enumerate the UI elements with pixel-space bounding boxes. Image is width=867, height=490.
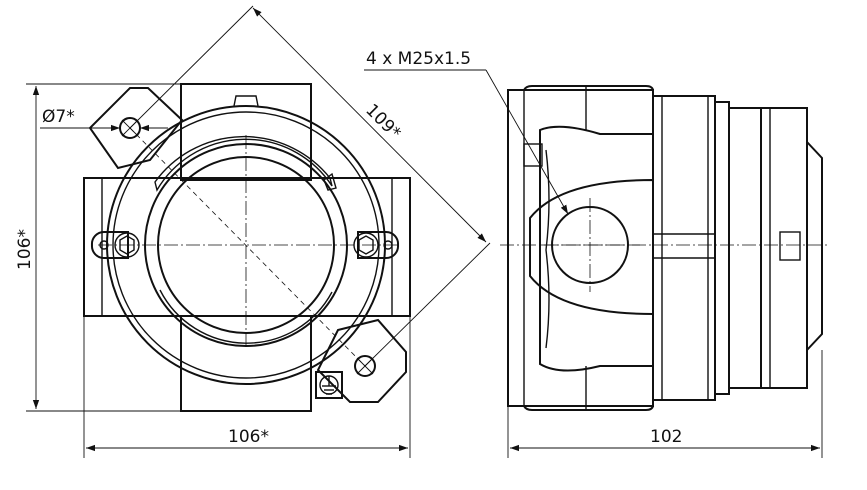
mounting-flange-bottom-right [316, 318, 407, 403]
cover-collar [728, 107, 762, 389]
side-view [500, 85, 828, 411]
hole-diameter-label: Ø7* [42, 107, 75, 127]
mounting-hole-bottom-right [354, 355, 376, 377]
height-label: 106* [15, 229, 35, 270]
depth-label: 102 [650, 427, 682, 447]
thread-callout: 4 x M25x1.5 [364, 49, 569, 215]
dimension-height: 106* [15, 83, 180, 412]
diagonal-label: 109* [361, 100, 404, 143]
dimension-depth: 102 [507, 350, 823, 458]
ground-terminal [315, 371, 343, 399]
dimension-width: 106* [83, 316, 411, 458]
dimension-hole: Ø7* [40, 107, 168, 132]
width-label: 106* [228, 427, 269, 447]
front-view [83, 83, 411, 412]
thread-callout-label: 4 x M25x1.5 [366, 49, 471, 69]
mounting-flange-top-left [88, 87, 184, 170]
body-bottom-block [180, 315, 312, 412]
cable-entry-boss [539, 125, 654, 372]
